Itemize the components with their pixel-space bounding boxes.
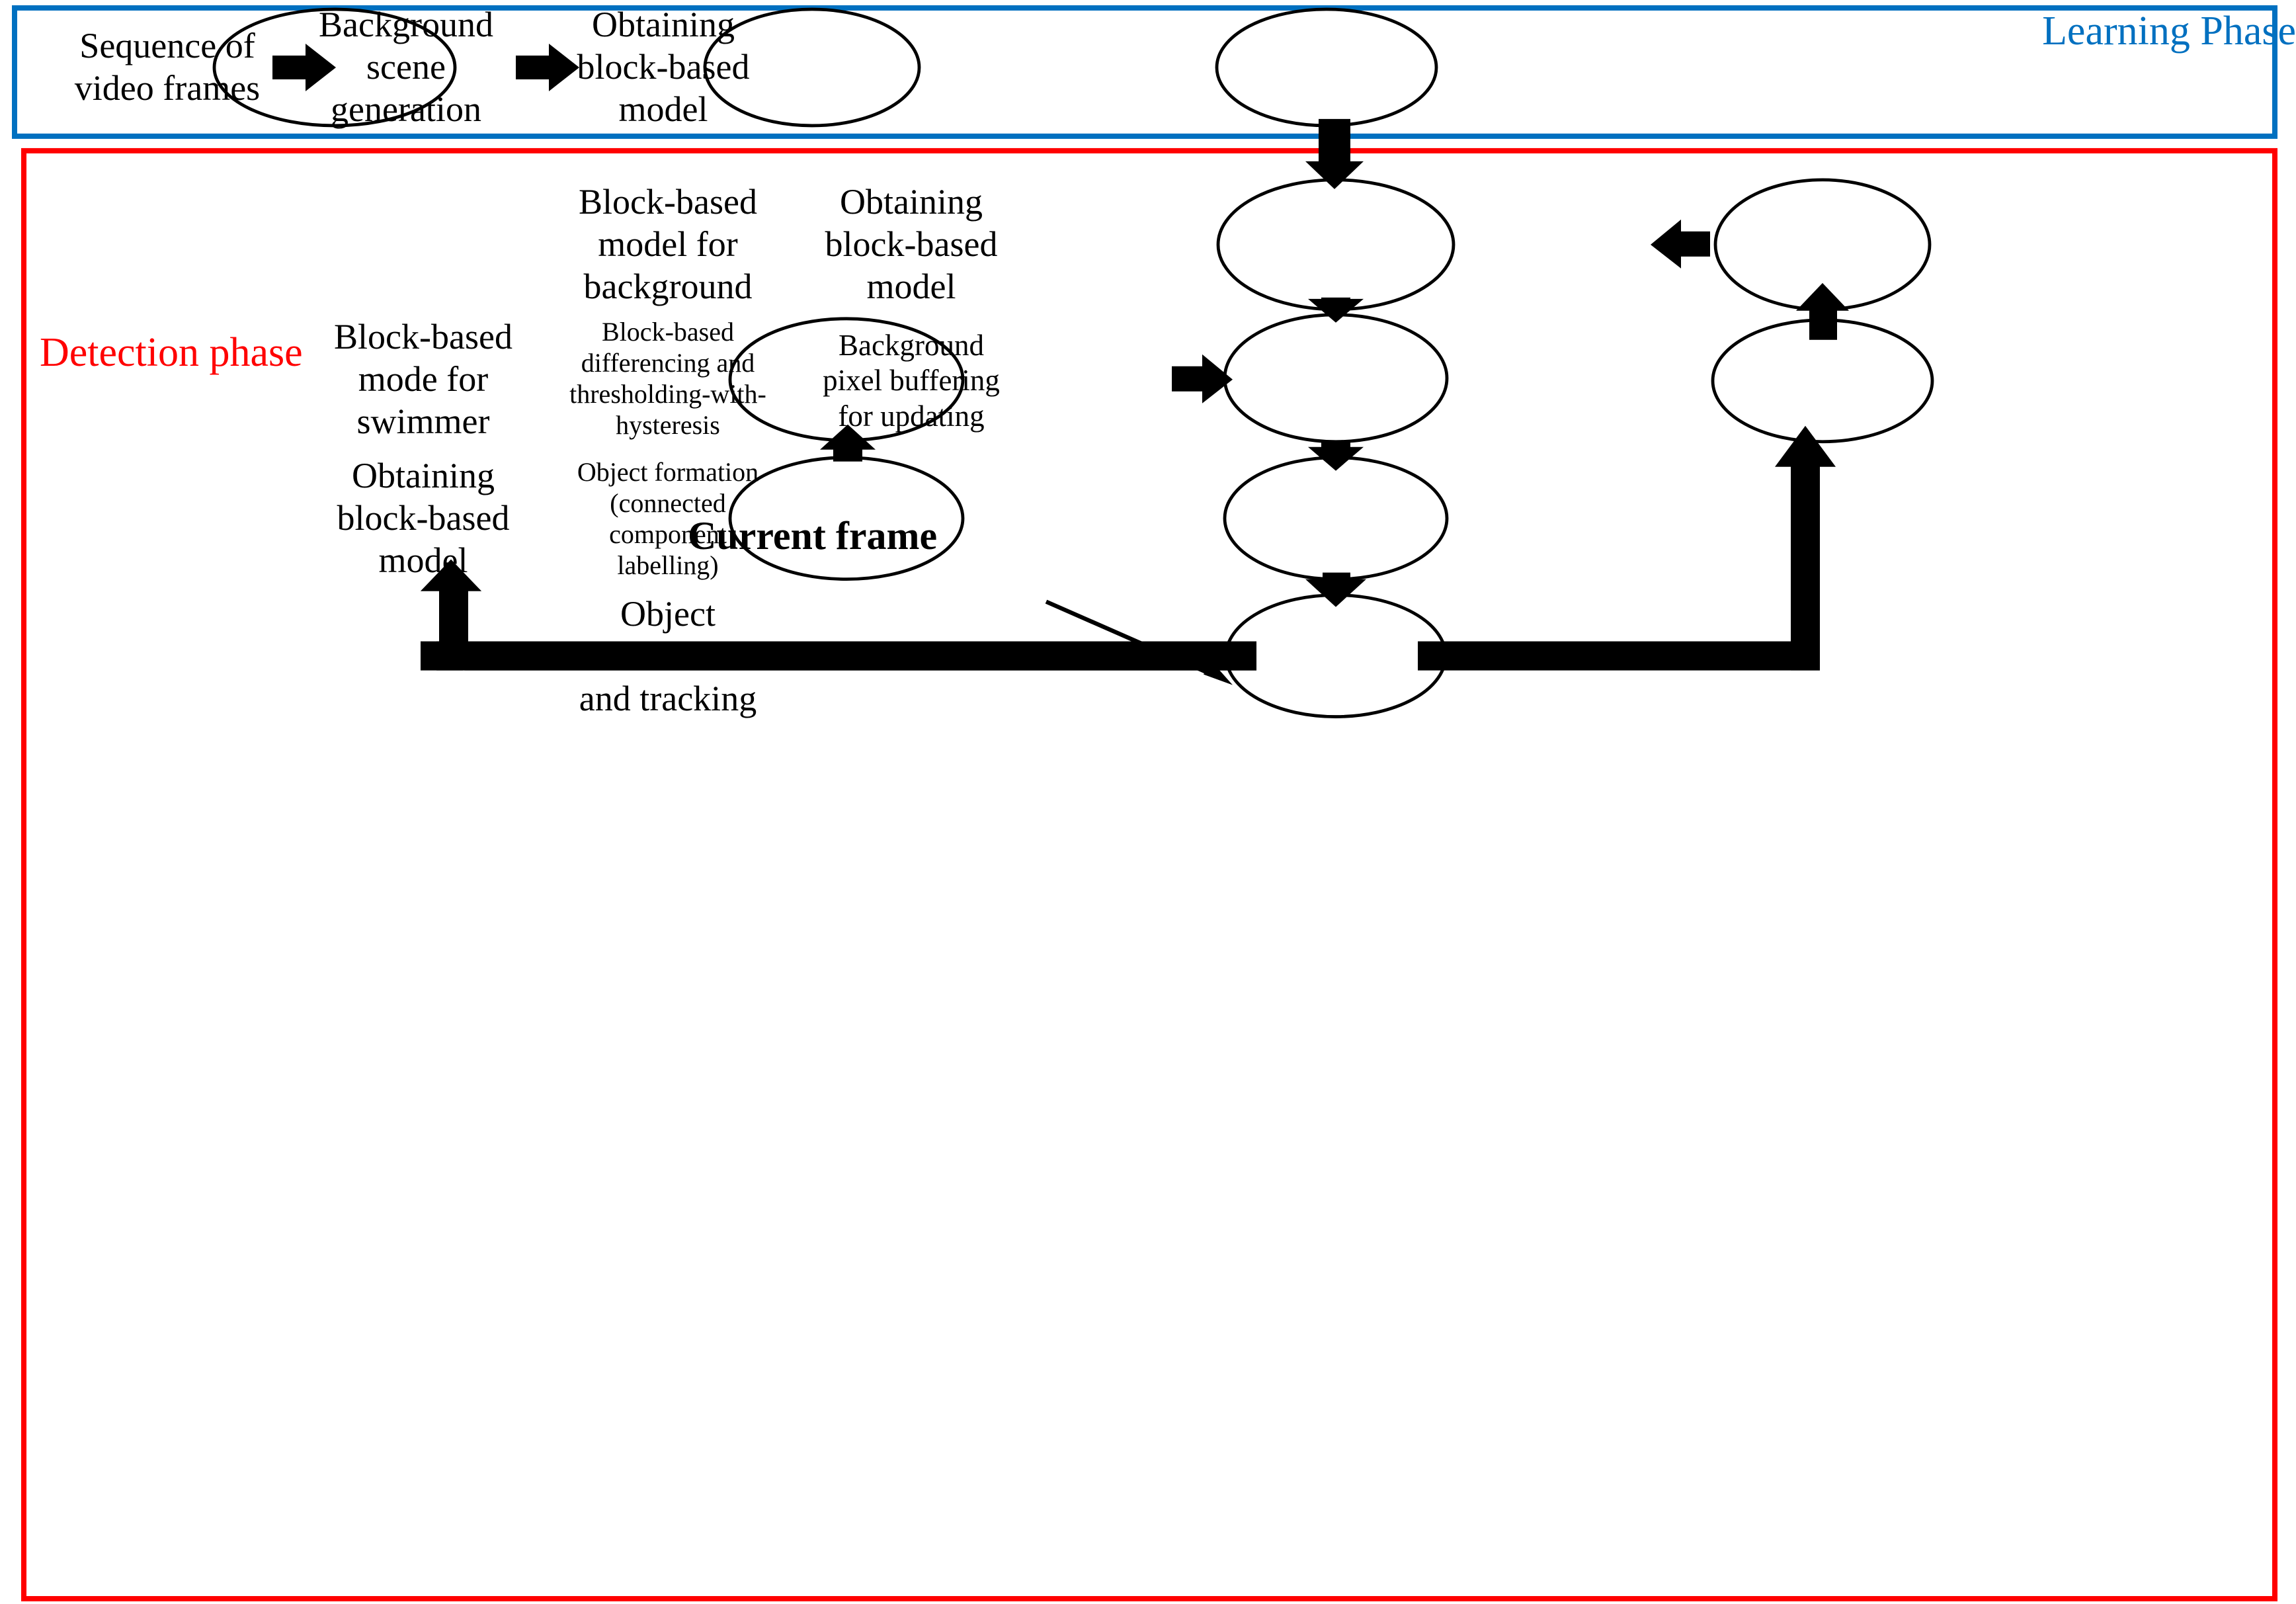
edge-swimmer-to-differencing: [1172, 354, 1233, 403]
edge-obtaining-bottom-to-swimmer: [820, 424, 876, 462]
learning-phase-box: [12, 5, 2277, 139]
learning-phase-label: Learning Phase: [2042, 9, 2296, 54]
detection-phase-label: Detection phase: [40, 330, 303, 375]
edge-model-background-to-differencing: [1308, 297, 1364, 323]
edge-obtaining-to-model-background: [1305, 118, 1364, 189]
edge-obtaining-detection-to-model-background: [1651, 219, 1710, 269]
node-background-scene-generation: [703, 7, 921, 128]
detection-phase-box: [21, 148, 2277, 1602]
current-frame-annotation: Current frame: [688, 514, 938, 558]
edge-pixel-buffering-to-obtaining-detection: [1796, 282, 1849, 340]
edge-differencing-to-object-formation: [1308, 440, 1364, 471]
node-obtaining-block-based-model-learning: [1215, 7, 1438, 128]
node-block-based-mode-for-swimmer: [728, 317, 965, 443]
node-block-based-model-for-background: [1216, 178, 1456, 312]
edge-background-to-obtaining: [516, 43, 579, 91]
edge-sequence-to-background: [272, 43, 336, 91]
node-object-formation: [1223, 456, 1449, 581]
edge-association-to-pixel-buffering: [1418, 425, 1836, 671]
node-object-association-tracking: [1224, 593, 1448, 718]
edge-association-to-obtaining-bottom: [421, 559, 1256, 671]
edge-object-formation-to-association: [1305, 572, 1366, 607]
node-block-based-differencing: [1223, 313, 1449, 444]
